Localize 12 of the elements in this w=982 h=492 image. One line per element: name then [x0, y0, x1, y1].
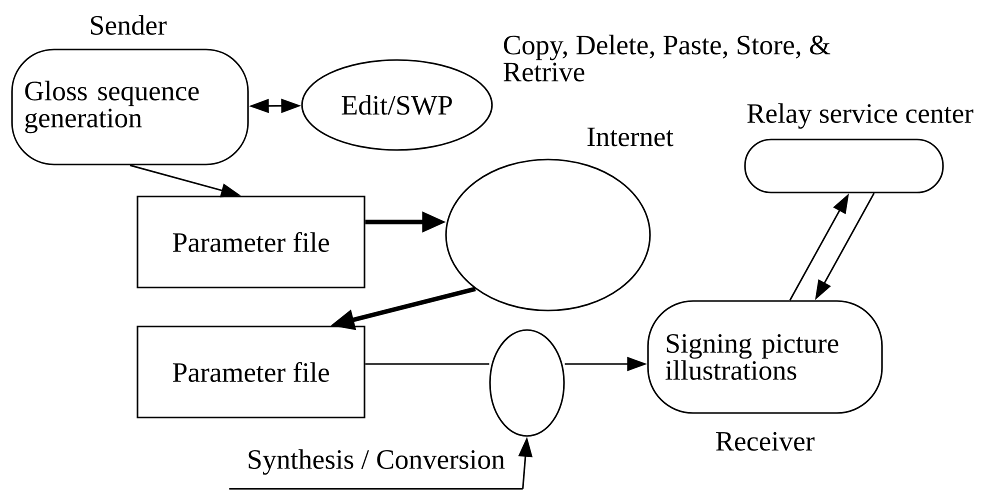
file-box: Parameter file	[136, 196, 366, 288]
heading-text: Internet	[587, 128, 674, 146]
note-text: Copy, Delete, Paste, Store, & Retrive	[504, 34, 830, 82]
ellipse-shape	[489, 329, 565, 437]
caption-text: Receiver	[716, 432, 815, 451]
file-box: Parameter file	[136, 326, 366, 418]
process-box: Gloss sequence generation	[11, 48, 249, 166]
process-box: Signing picture illustrations	[647, 300, 883, 414]
heading-text: Relay service center	[747, 103, 974, 129]
ellipse-node: Edit/SWP	[301, 59, 493, 151]
text-label: Synthesis / Conversion	[248, 449, 505, 475]
heading-text: Sender	[91, 15, 167, 35]
